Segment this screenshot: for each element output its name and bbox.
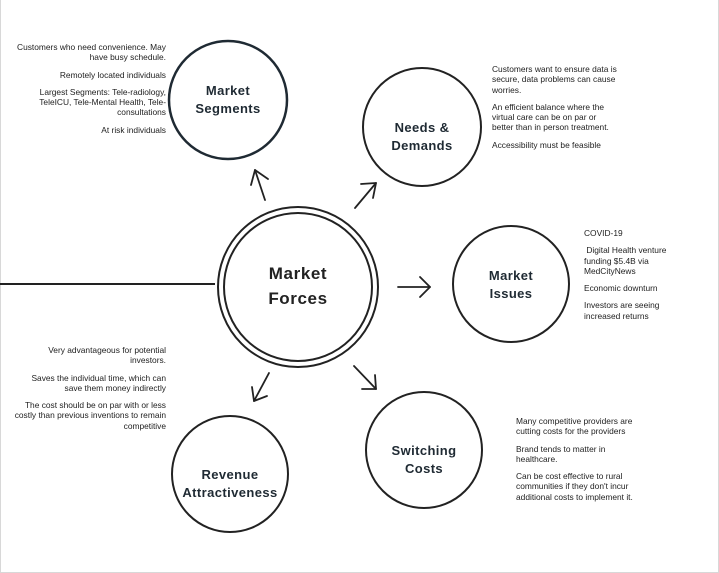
revenue-note-3: The cost should be on par with or less c… xyxy=(14,400,166,431)
revenue-label-line1: Revenue xyxy=(201,467,259,483)
center-outer-ring xyxy=(217,206,379,368)
segments-note-1: Customers who need convenience. May have… xyxy=(17,42,166,63)
arrow-to-revenue xyxy=(251,372,270,402)
issues-label-line1: Market xyxy=(488,268,534,284)
needs-notes: Customers want to ensure data is secure,… xyxy=(492,64,617,157)
center-inner-ring xyxy=(223,212,373,362)
page-edge-left xyxy=(0,0,1,573)
revenue-circle xyxy=(171,415,289,533)
switching-notes: Many competitive providers are cutting c… xyxy=(516,416,634,509)
arrow-to-segments xyxy=(250,169,269,201)
needs-label-line2: Demands xyxy=(391,138,453,153)
segments-note-4: At risk individuals xyxy=(101,124,166,135)
revenue-note-2: Saves the individual time, which can sav… xyxy=(31,372,166,393)
center-label-line1: Market xyxy=(268,264,328,284)
arrow-to-needs xyxy=(354,182,377,209)
needs-note-3: Accessibility must be feasible xyxy=(492,139,601,150)
center-label: Market Forces xyxy=(238,257,358,317)
switching-circle xyxy=(365,391,483,509)
arrow-to-switching xyxy=(353,365,377,390)
issues-label-line2: Issues xyxy=(489,286,533,301)
center-label-line2: Forces xyxy=(268,289,328,308)
issues-note-3: Economic downturn xyxy=(584,283,658,293)
arrow-to-issues xyxy=(397,276,431,298)
switching-label: Switching Costs xyxy=(374,440,474,480)
switching-note-3: Can be cost effective to rural communiti… xyxy=(516,471,633,502)
needs-label-line1: Needs & xyxy=(394,120,450,136)
segments-notes: Customers who need convenience. May have… xyxy=(6,42,166,142)
switching-label-line1: Switching xyxy=(391,443,457,459)
switching-note-2: Brand tends to matter in healthcare. xyxy=(516,443,606,464)
segments-label: Market Segments xyxy=(178,80,278,120)
needs-circle xyxy=(362,67,482,187)
segments-note-2: Remotely located individuals xyxy=(59,69,166,80)
revenue-label: Revenue Attractiveness xyxy=(170,464,290,504)
revenue-note-1: Very advantageous for potential investor… xyxy=(48,345,166,366)
segments-note-3: Largest Segments: Tele-radiology, TeleIC… xyxy=(39,86,166,118)
needs-note-1: Customers want to ensure data is secure,… xyxy=(492,64,617,95)
issues-circle xyxy=(452,225,570,343)
segments-circle xyxy=(167,39,289,161)
switching-label-line2: Costs xyxy=(404,461,444,476)
issues-note-1: COVID-19 xyxy=(584,228,623,238)
segments-label-line1: Market xyxy=(205,83,251,99)
switching-note-1: Many competitive providers are cutting c… xyxy=(516,416,633,437)
issues-note-2: Digital Health venture funding $5.4B via… xyxy=(584,245,669,276)
revenue-notes: Very advantageous for potential investor… xyxy=(12,345,166,438)
revenue-label-line2: Attractiveness xyxy=(182,485,278,500)
needs-note-2: An efficient balance where the virtual c… xyxy=(492,101,609,133)
issues-note-4: Investors are seeing increased returns xyxy=(584,300,660,321)
issues-notes: COVID-19 Digital Health venture funding … xyxy=(584,228,684,328)
needs-label: Needs & Demands xyxy=(372,117,472,157)
segments-label-line2: Segments xyxy=(195,101,261,116)
issues-label: Market Issues xyxy=(461,265,561,305)
